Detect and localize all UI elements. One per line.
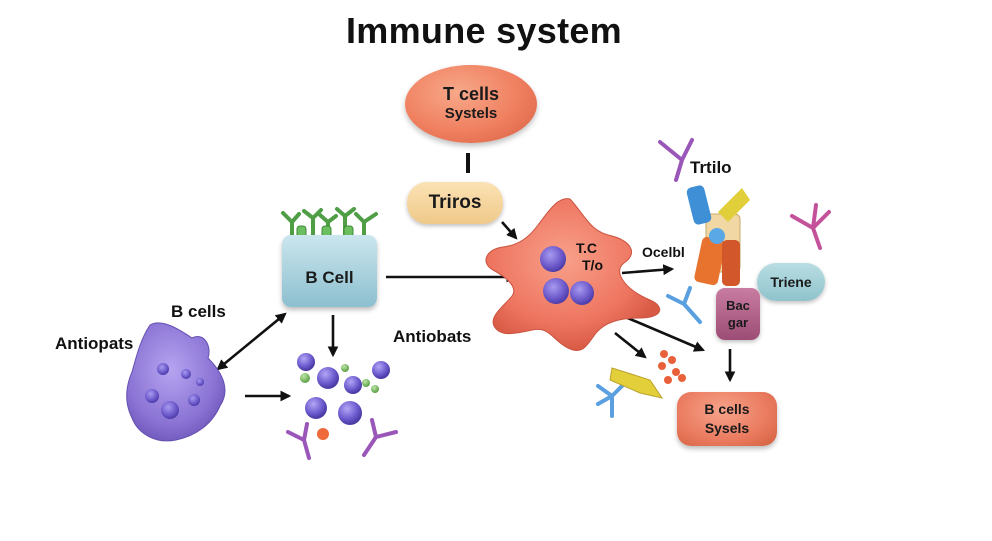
nucleus — [540, 246, 566, 272]
arrow-cell-to-bsysels — [622, 314, 706, 352]
immune-cell-center — [485, 198, 661, 351]
arrow-cell-to-molecules — [614, 331, 647, 359]
ocelbl-label: Ocelbl — [642, 244, 685, 260]
nucleus — [543, 278, 569, 304]
arrow-cell-to-ocelbl — [621, 264, 675, 276]
b-cells-label: B cells — [171, 302, 226, 321]
antibody-icon — [596, 382, 626, 418]
t-cells-node: T cells Systels — [405, 65, 537, 143]
trtilo-complex — [686, 185, 750, 286]
b-cell-blob — [126, 322, 226, 442]
center-cell-line1: T.C — [576, 240, 597, 256]
triros-node: Triros — [407, 182, 503, 224]
particle-cluster — [297, 353, 390, 440]
b-cell-nuclei — [145, 363, 204, 419]
yellow-molecule — [609, 367, 664, 399]
arrow-bidirectional-blob-bcell — [216, 312, 287, 371]
b-cell-node: B Cell — [282, 235, 377, 307]
bac-gar-node: Bac gar — [716, 288, 760, 340]
b-cell-label: B Cell — [305, 268, 354, 287]
trtilo-label: Trtilo — [690, 158, 732, 177]
triros-label: Triros — [428, 192, 482, 213]
b-cells-sysels-line1: B cells — [704, 401, 750, 417]
b-cells-sysels-node: B cells Sysels — [677, 392, 777, 446]
triene-label: Triene — [770, 274, 812, 290]
antibody-icon — [666, 286, 702, 324]
antiobats-label: Antiobats — [393, 327, 472, 346]
triene-node: Triene — [757, 263, 825, 301]
t-cells-label: T cells — [442, 84, 500, 104]
t-cells-sublabel: Systels — [444, 105, 498, 122]
antibody-icon — [658, 138, 694, 182]
arrow-triros-to-cell — [501, 221, 518, 240]
antibody-icon — [286, 422, 311, 460]
antibody-icon — [790, 203, 831, 250]
center-cell-label: T.C T/o — [570, 240, 603, 274]
antiopats-label: Antiopats — [55, 334, 134, 353]
antibody-icon — [362, 418, 398, 457]
center-cell-line2: T/o — [582, 257, 603, 273]
receptor-icon — [281, 207, 378, 238]
diagram-title: Immune system — [345, 10, 622, 51]
nucleus — [570, 281, 594, 305]
bac-gar-line1: Bac — [726, 298, 750, 313]
bac-gar-line2: gar — [727, 315, 749, 330]
orange-molecule — [658, 350, 686, 384]
b-cells-sysels-line2: Sysels — [704, 420, 750, 436]
